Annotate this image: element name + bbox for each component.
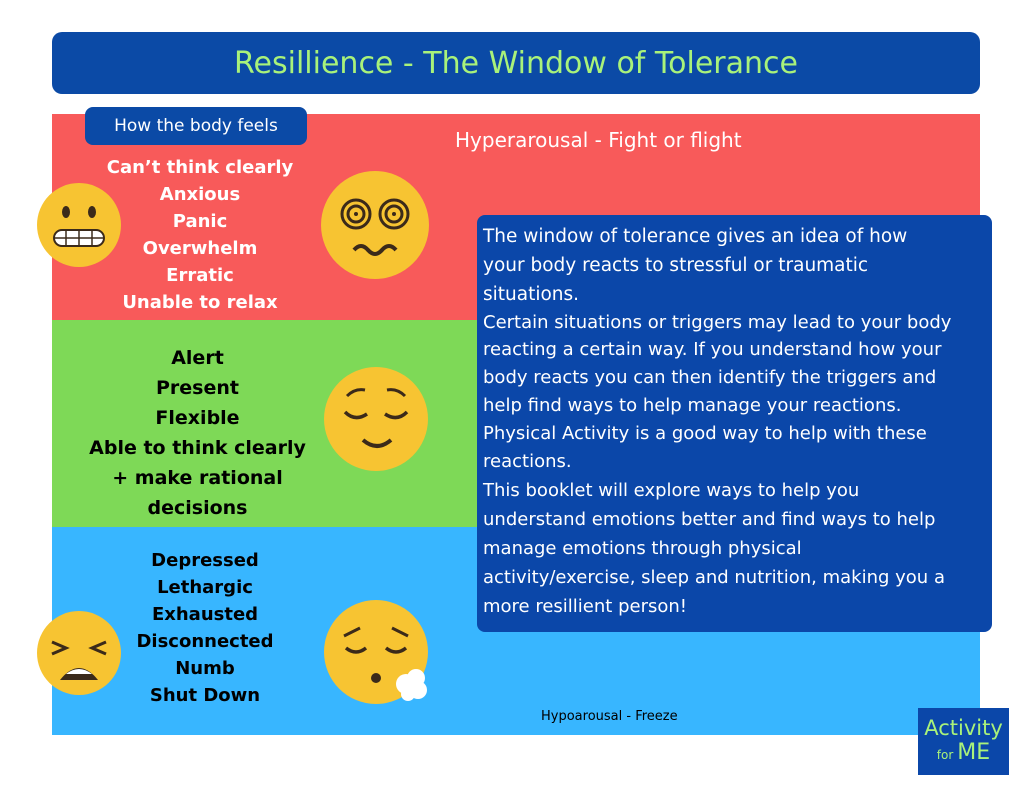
info-line: your body reacts to stressful or traumat… (483, 254, 869, 276)
logo-for: for (936, 748, 954, 762)
list-item: Able to think clearly (89, 437, 306, 459)
list-item: Panic (172, 211, 228, 232)
info-line: The window of tolerance gives an idea of… (483, 226, 908, 247)
list-item: Present (156, 377, 239, 399)
list-item: + make rational decisions (112, 467, 283, 519)
exhaling-face-icon (324, 600, 428, 704)
list-item: Disconnected (136, 631, 274, 652)
list-item: Shut Down (149, 685, 261, 706)
how-body-feels-label: How the body feels (85, 107, 307, 145)
list-item: Can’t think clearly (106, 157, 294, 178)
list-item: Overwhelm (142, 238, 258, 259)
info-line: situations. (483, 283, 580, 305)
list-item: Numb (175, 658, 235, 679)
hypo-items: Depressed Lethargic Exhausted Disconnect… (130, 547, 280, 709)
info-line: more resillient person! (483, 596, 687, 618)
info-box: The window of tolerance gives an idea of… (477, 215, 992, 632)
list-item: Anxious (159, 184, 241, 205)
grimacing-face-icon (37, 183, 121, 267)
list-item: Flexible (155, 407, 240, 429)
info-line: Physical Activity is a good way to help … (483, 423, 927, 445)
hypoarousal-label: Hypoarousal - Freeze (541, 709, 678, 724)
info-line: reacting a certain way. If you understan… (483, 339, 942, 361)
dizzy-face-icon (321, 171, 429, 279)
list-item: Depressed (151, 550, 259, 571)
hyper-items: Can’t think clearly Anxious Panic Overwh… (95, 154, 305, 316)
relieved-face-icon (324, 367, 428, 471)
list-item: Exhausted (151, 604, 259, 625)
info-line: help find ways to help manage your react… (483, 395, 902, 417)
list-item: Unable to relax (122, 292, 278, 313)
info-line: reactions. (483, 451, 572, 473)
list-item: Lethargic (157, 577, 253, 598)
logo-line1: Activity (924, 716, 1003, 740)
info-line: activity/exercise, sleep and nutrition, … (483, 567, 945, 589)
info-line: body reacts you can then identify the tr… (483, 367, 937, 389)
page-title: Resillience - The Window of Tolerance (52, 32, 980, 94)
list-item: Erratic (166, 265, 234, 286)
info-line: This booklet will explore ways to help y… (483, 480, 860, 502)
weary-face-icon (37, 611, 121, 695)
hyperarousal-label: Hyperarousal - Fight or flight (455, 128, 742, 152)
list-item: Alert (171, 347, 224, 369)
window-items: Alert Present Flexible Able to think cle… (60, 343, 335, 523)
info-line: understand emotions better and find ways… (483, 509, 936, 531)
logo-me: ME (957, 740, 991, 765)
info-line: Certain situations or triggers may lead … (483, 312, 952, 334)
info-line: manage emotions through physical (483, 538, 802, 560)
